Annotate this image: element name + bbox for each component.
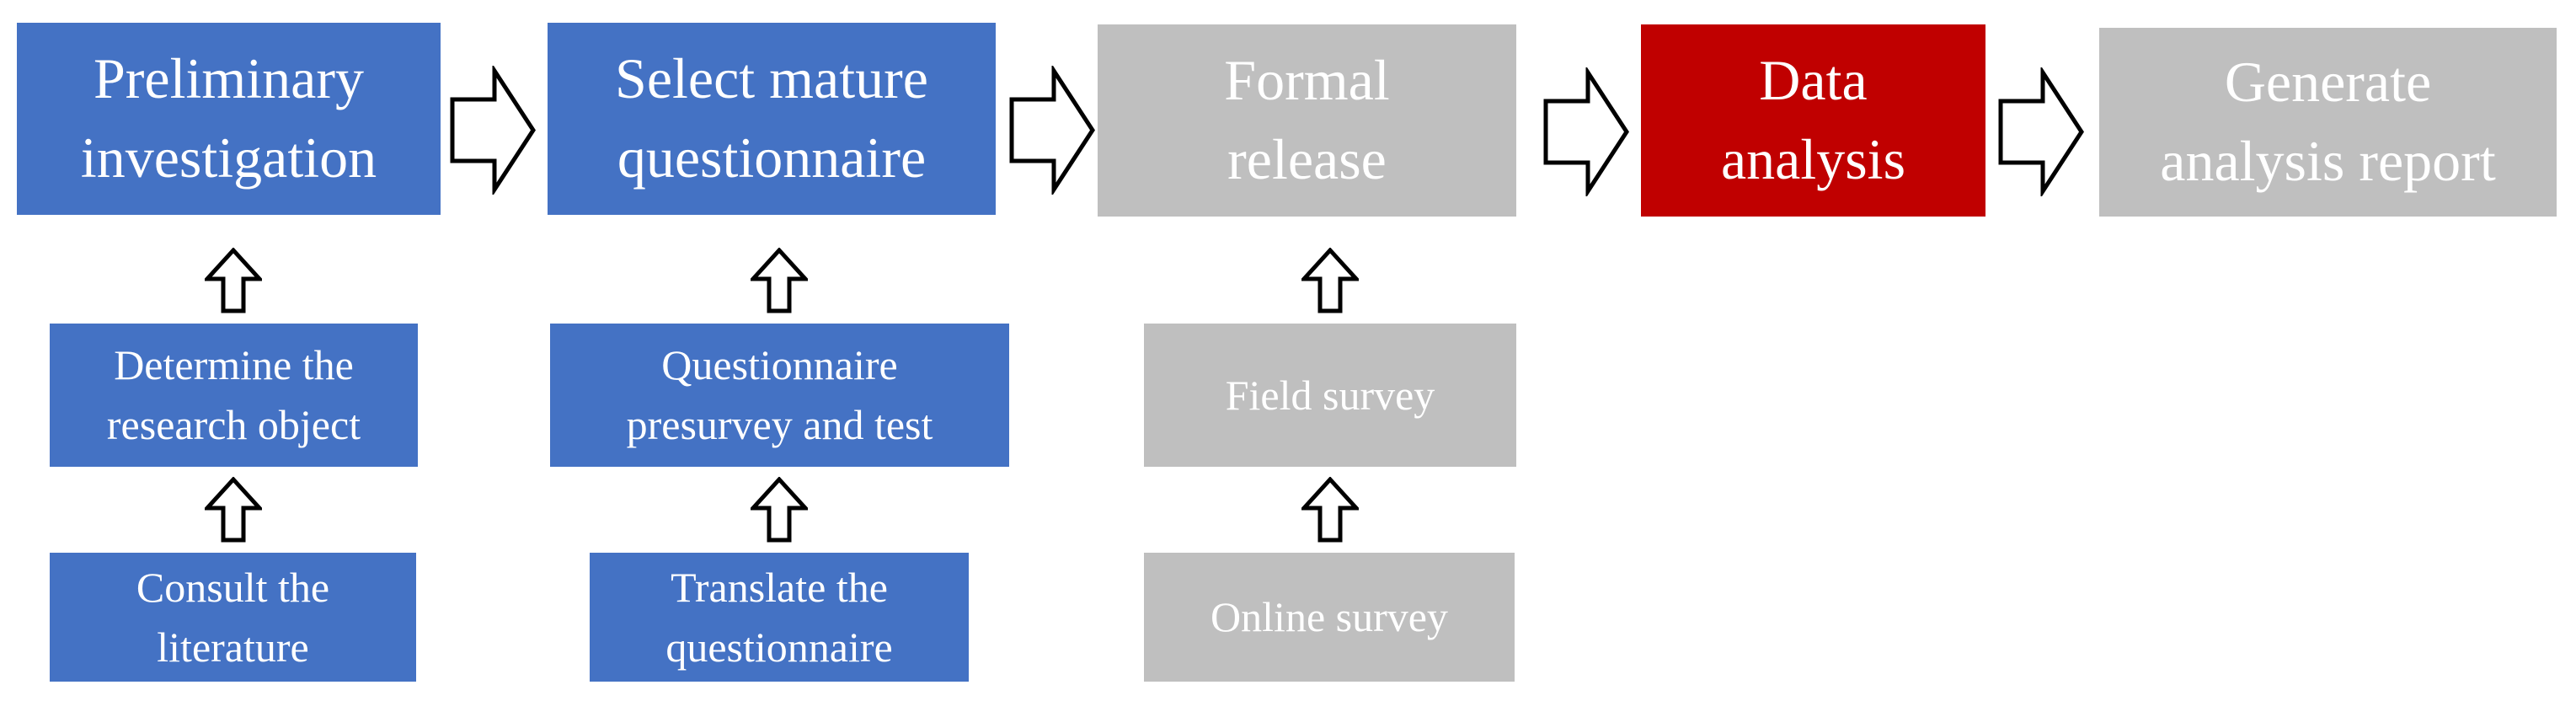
step-generate-analysis-report: Generate analysis report	[2099, 28, 2557, 217]
up-arrow-icon	[751, 248, 808, 313]
right-arrow-icon	[1009, 66, 1095, 195]
up-arrow-icon	[205, 477, 262, 543]
right-arrow-icon	[1998, 67, 2084, 196]
step-formal-release: Formal release	[1098, 24, 1516, 217]
up-arrow-icon	[751, 477, 808, 543]
substep-online-survey: Online survey	[1144, 553, 1515, 682]
up-arrow-icon	[1301, 477, 1359, 543]
substep-translate-the-questionnaire: Translate the questionnaire	[590, 553, 969, 682]
up-arrow-icon	[1301, 248, 1359, 313]
right-arrow-icon	[450, 66, 536, 195]
up-arrow-icon	[205, 248, 262, 313]
substep-field-survey: Field survey	[1144, 324, 1516, 467]
right-arrow-icon	[1543, 67, 1629, 196]
step-data-analysis: Data analysis	[1641, 24, 1985, 217]
substep-determine-research-object: Determine the research object	[50, 324, 418, 467]
step-preliminary-investigation: Preliminary investigation	[17, 23, 441, 215]
step-select-mature-questionnaire: Select mature questionnaire	[548, 23, 996, 215]
substep-consult-the-literature: Consult the literature	[50, 553, 416, 682]
substep-questionnaire-presurvey-and-test: Questionnaire presurvey and test	[550, 324, 1009, 467]
